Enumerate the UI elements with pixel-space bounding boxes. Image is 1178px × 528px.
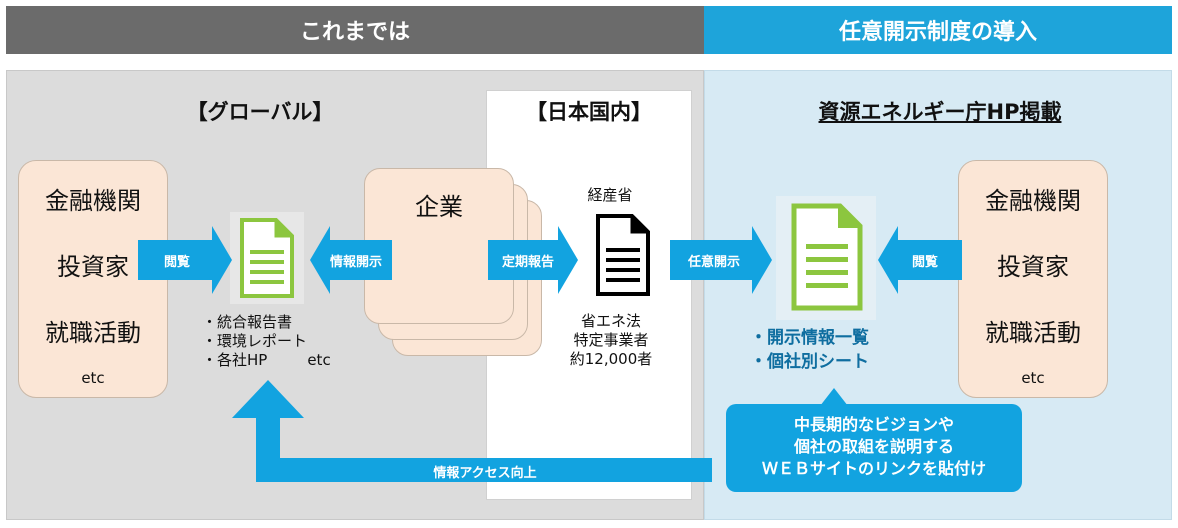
global-doc-etc: etc [307,351,331,369]
arrow-access [232,380,712,482]
agency-document-icon [776,196,876,320]
arrow-label-disclose: 情報開示 [329,255,382,270]
stakeholder-finance: 金融機関 [45,187,141,215]
ministry-document-icon [586,210,660,302]
arrow-disclose [310,226,392,294]
global-doc-item: ・環境レポート [202,332,308,350]
arrow-browse-right [878,226,962,294]
arrow-label-browse-left: 閲覧 [163,255,190,270]
agency-doc-item: ・個社別シート [750,352,869,372]
callout-box: 中長期的なビジョンや 個社の取組を説明する ＷＥＢサイトのリンクを貼付け [726,404,1022,492]
agency-docs-list: ・開示情報一覧 ・個社別シート [750,326,950,374]
callout-line: ＷＥＢサイトのリンクを貼付け [761,459,986,478]
stakeholder-jobhunt: 就職活動 [45,319,141,347]
ministry-count: 約12,000者 [569,350,653,368]
ministry-details: 省エネ法 特定事業者 約12,000者 [556,312,666,369]
arrow-label-access: 情報アクセス向上 [433,466,537,481]
stakeholder-etc: etc [1021,369,1045,387]
callout-line: 中長期的なビジョンや [793,415,954,434]
global-doc-item: ・各社HP [202,351,268,369]
arrow-browse-left [138,226,232,294]
stakeholder-etc: etc [81,369,105,387]
stakeholder-investor: 投資家 [57,253,129,281]
stakeholder-jobhunt: 就職活動 [985,319,1081,347]
section-title-domestic: 【日本国内】 [526,100,652,124]
stakeholder-finance: 金融機関 [985,187,1081,215]
stakeholder-investor: 投資家 [997,253,1069,281]
arrow-periodic [488,226,578,294]
arrow-label-periodic: 定期報告 [501,255,554,270]
arrow-label-voluntary: 任意開示 [687,255,740,270]
header-after: 任意開示制度の導入 [704,6,1172,54]
header-before: これまでは [6,6,704,54]
global-document-icon [230,212,304,304]
global-doc-item: ・統合報告書 [202,313,293,331]
callout-pointer [820,388,848,406]
global-docs-list: ・統合報告書 ・環境レポート ・各社HP etc [202,313,372,370]
section-title-global: 【グローバル】 [186,100,334,124]
agency-doc-item: ・開示情報一覧 [750,328,869,348]
arrow-label-browse-right: 閲覧 [911,255,938,270]
callout-line: 個社の取組を説明する [793,437,954,456]
header-after-label: 任意開示制度の導入 [838,20,1037,45]
section-title-agency: 資源エネルギー庁HP掲載 [818,100,1062,124]
header-before-label: これまでは [299,20,410,45]
ministry-operators: 特定事業者 [573,331,649,349]
company-label: 企業 [415,193,463,221]
arrow-voluntary [670,226,772,294]
ministry-law: 省エネ法 [580,312,641,330]
ministry-name: 経産省 [587,186,633,204]
stakeholder-box-right: 金融機関 投資家 就職活動 etc [958,160,1108,398]
